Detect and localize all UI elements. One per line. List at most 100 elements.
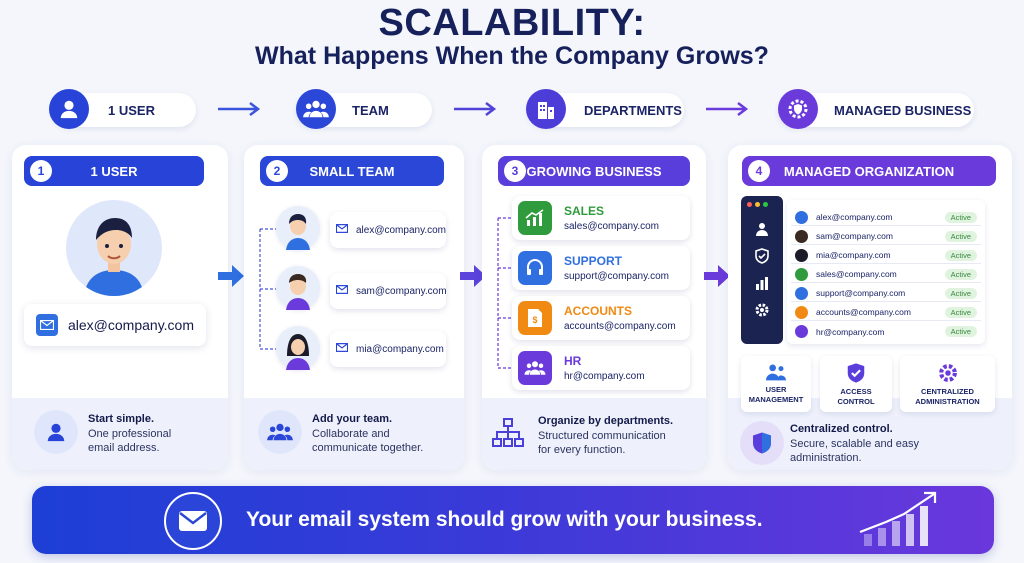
step-number: 4 (748, 160, 770, 182)
avatar (795, 229, 808, 243)
arrow-right-icon (218, 265, 244, 287)
row-email: support@company.com (816, 288, 906, 298)
banner-message: Your email system should grow with your … (246, 508, 763, 531)
footer-desc-line: One professional (88, 428, 172, 440)
mail-icon (36, 314, 58, 336)
column-2-header: 2 SMALL TEAM (260, 156, 444, 186)
row-email: hr@company.com (816, 326, 885, 337)
email-address: alex@company.com (356, 224, 446, 236)
email-address: sam@company.com (356, 285, 447, 297)
feature-label: USER (765, 385, 787, 394)
headset-icon (795, 286, 808, 300)
mail-icon (335, 285, 349, 297)
column-4-header: 4 MANAGED ORGANIZATION (742, 156, 996, 186)
avatar (795, 210, 808, 224)
column-title: 1 USER (90, 163, 138, 179)
svg-text:$: $ (532, 315, 537, 325)
gear-shield-icon (778, 89, 818, 129)
column-title: MANAGED ORGANIZATION (783, 163, 955, 179)
building-icon (526, 89, 566, 129)
shield-icon[interactable] (755, 248, 769, 264)
department-card-sales: SALES sales@company.com (512, 196, 690, 240)
row-email: mia@company.com (816, 250, 891, 260)
connector-lines (497, 217, 512, 369)
column-3-header: 3 GROWING BUSINESS (498, 156, 690, 186)
window-dot (747, 202, 752, 207)
department-name: HR (564, 354, 582, 368)
footer-desc-line: administration. (790, 452, 862, 464)
table-row[interactable]: sam@company.com Active (791, 228, 981, 245)
feature-label: CONTROL (837, 397, 875, 406)
table-row[interactable]: hr@company.com Active (791, 323, 981, 340)
step-label: DEPARTMENTS (584, 102, 682, 118)
feature-centralized-administration: CENTRALIZED ADMINISTRATION (900, 356, 995, 412)
table-row[interactable]: support@company.com Active (791, 285, 981, 302)
email-address: alex@company.com (68, 317, 194, 333)
avatar (795, 248, 808, 262)
status-badge: Active (944, 211, 977, 223)
team-icon (258, 410, 302, 454)
status-badge: Active (944, 268, 977, 280)
step-label: MANAGED BUSINESS (834, 102, 972, 118)
gear-icon[interactable] (754, 302, 770, 318)
team-icon (296, 89, 336, 129)
department-email: accounts@company.com (564, 321, 676, 332)
window-dot (755, 202, 760, 207)
shield-check-icon (847, 363, 865, 383)
table-row[interactable]: sales@company.com Active (791, 266, 981, 283)
feature-label: ADMINISTRATION (915, 397, 980, 406)
growth-chart-icon (859, 491, 937, 546)
feature-label: CENTRALIZED (921, 387, 974, 396)
footer-desc-line: communicate together. (312, 442, 424, 454)
step-number: 3 (504, 160, 526, 182)
invoice-icon (795, 305, 808, 319)
department-name: SUPPORT (564, 254, 623, 268)
row-email: alex@company.com (816, 212, 893, 222)
people-icon (795, 325, 808, 338)
table-row[interactable]: mia@company.com Active (791, 247, 981, 264)
chart-up-icon (518, 201, 552, 235)
step-label: TEAM (352, 102, 389, 118)
footer-title: Add your team. (312, 413, 393, 425)
feature-access-control: ACCESS CONTROL (820, 356, 892, 412)
arrow-right-icon (704, 265, 730, 287)
footer-desc-line: for every function. (538, 444, 626, 456)
headset-icon (518, 251, 552, 285)
department-card-hr: HR hr@company.com (512, 346, 690, 390)
users-icon[interactable] (754, 222, 770, 236)
people-icon (518, 351, 552, 385)
row-email: sales@company.com (816, 269, 897, 279)
feature-user-management: USER MANAGEMENT (741, 356, 811, 412)
step-number: 2 (266, 160, 288, 182)
column-1-header: 1 1 USER (24, 156, 204, 186)
status-badge: Active (944, 287, 977, 299)
arrow-right-icon (454, 102, 497, 116)
team-member-card: sam@company.com (330, 273, 447, 309)
department-card-accounts: $ ACCOUNTS accounts@company.com (512, 296, 690, 340)
mail-icon (164, 492, 222, 550)
status-badge: Active (944, 249, 977, 261)
table-row[interactable]: accounts@company.com Active (791, 304, 981, 321)
department-name: SALES (564, 204, 605, 218)
department-name: ACCOUNTS (564, 304, 632, 318)
footer-title: Start simple. (88, 413, 155, 425)
bar-chart-icon[interactable] (755, 276, 769, 290)
avatar (276, 326, 320, 370)
footer-desc-line: Structured communication (538, 430, 666, 442)
footer-desc-line: email address. (88, 442, 160, 454)
team-member-card: mia@company.com (330, 331, 446, 367)
table-row[interactable]: alex@company.com Active (791, 209, 981, 226)
column-title: SMALL TEAM (309, 163, 395, 179)
step-label: 1 USER (108, 102, 155, 118)
mail-icon (335, 224, 349, 236)
page-subtitle: What Happens When the Company Grows? (255, 42, 769, 70)
admin-sidebar (741, 196, 783, 344)
status-badge: Active (944, 306, 977, 318)
connector-lines (259, 228, 276, 350)
footer-desc-line: Collaborate and (312, 428, 390, 440)
department-email: support@company.com (564, 271, 670, 282)
email-card: alex@company.com (24, 304, 206, 346)
users-icon (766, 364, 786, 381)
org-chart-icon (492, 418, 524, 453)
arrow-right-icon (460, 265, 486, 287)
